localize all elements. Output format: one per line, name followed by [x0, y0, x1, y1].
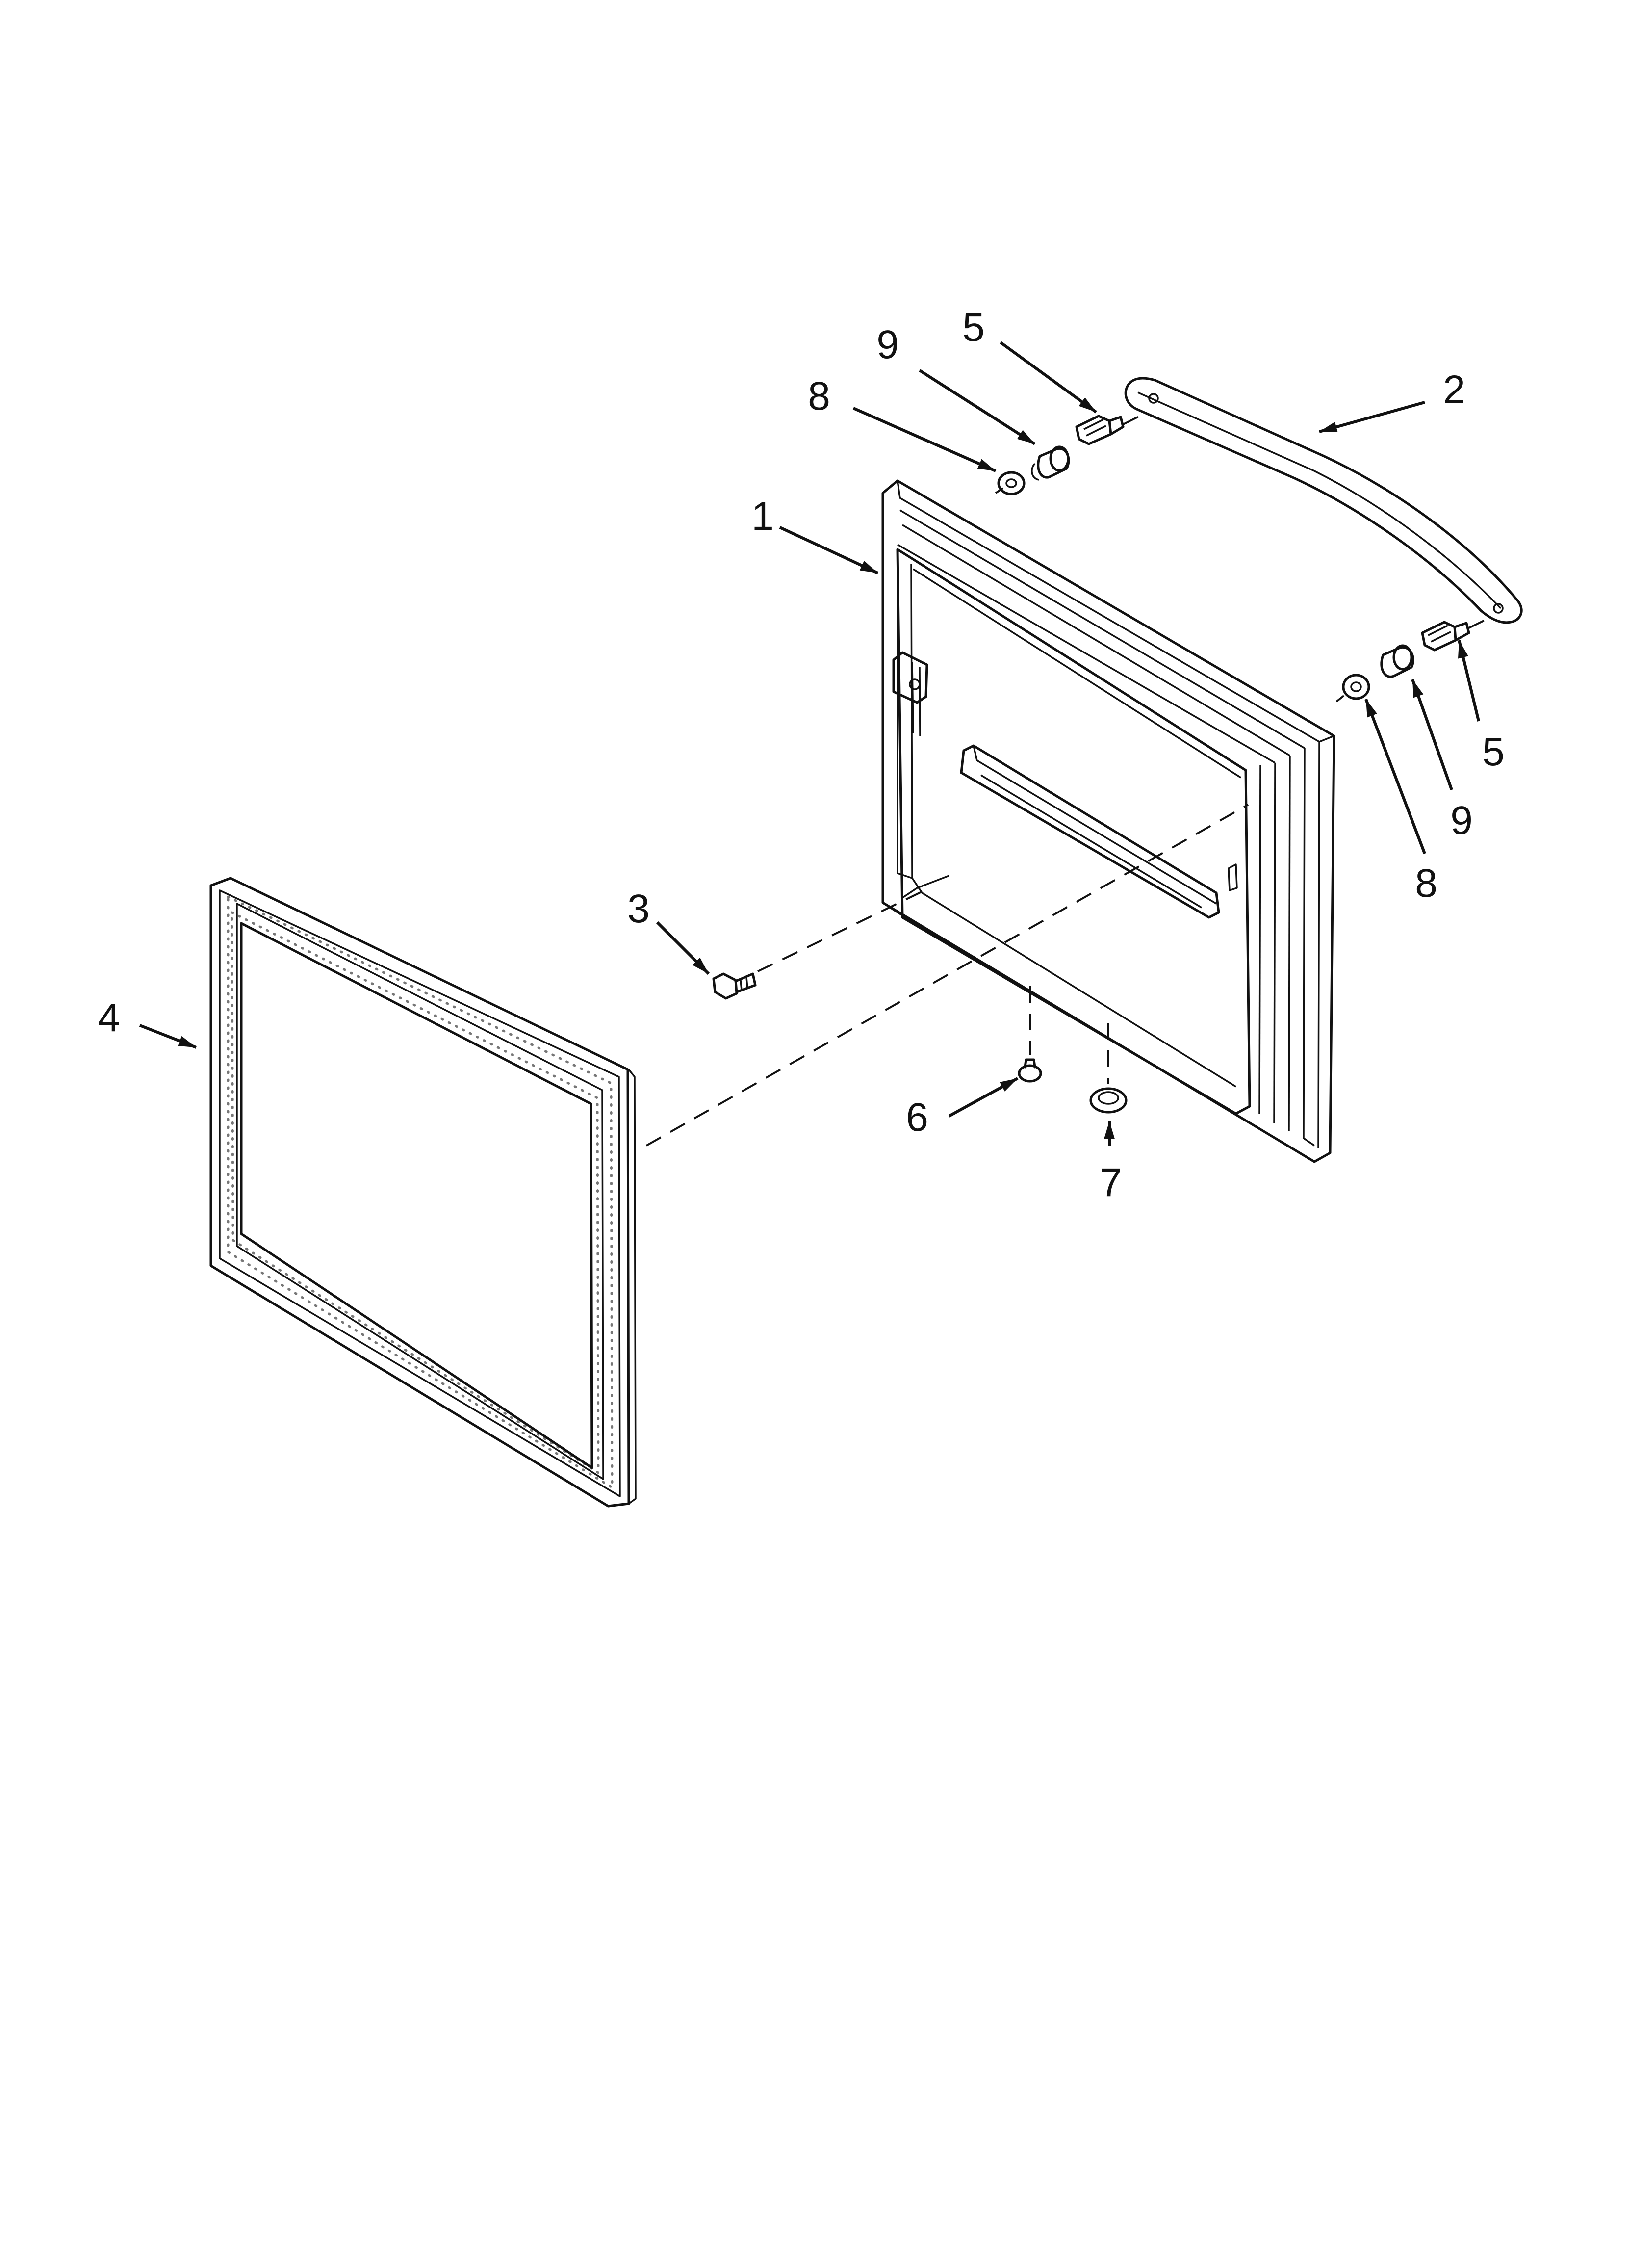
callout-2: 2 — [1443, 367, 1465, 412]
assembly-lines — [646, 804, 1249, 1147]
callout-5-upper: 5 — [962, 305, 985, 350]
door-gasket — [209, 877, 637, 1508]
grommet-7 — [1089, 1087, 1128, 1114]
leader-5a — [1000, 341, 1097, 414]
leader-3 — [656, 921, 710, 975]
callout-9-lower: 9 — [1450, 798, 1473, 843]
callout-5-lower: 5 — [1482, 730, 1505, 774]
screw-3 — [712, 972, 757, 1000]
leader-8b — [1364, 698, 1426, 855]
leader-2 — [1319, 401, 1425, 433]
freezer-door — [881, 479, 1335, 1163]
leader-8a — [852, 407, 997, 472]
leader-4 — [139, 1024, 197, 1049]
callout-4: 4 — [98, 995, 120, 1040]
callout-6: 6 — [906, 1095, 928, 1140]
leader-5b — [1458, 640, 1480, 722]
lower-fastener-stack — [1335, 616, 1491, 703]
callout-labels: 1 2 3 4 5 5 6 7 8 8 9 9 — [98, 305, 1505, 1205]
callout-1: 1 — [751, 494, 774, 539]
leader-6 — [948, 1077, 1019, 1118]
plug-6 — [1018, 1058, 1042, 1083]
leader-1 — [779, 526, 879, 574]
callout-3: 3 — [627, 886, 650, 931]
callout-7: 7 — [1100, 1160, 1122, 1205]
callout-8-lower: 8 — [1415, 861, 1437, 906]
door-handle — [1124, 377, 1523, 624]
upper-fastener-stack — [995, 411, 1148, 495]
callout-9-upper: 9 — [876, 322, 899, 367]
leader-9b — [1411, 678, 1453, 791]
leader-arrows — [139, 341, 1480, 1146]
leader-9a — [919, 369, 1036, 445]
callout-8-upper: 8 — [808, 374, 830, 418]
